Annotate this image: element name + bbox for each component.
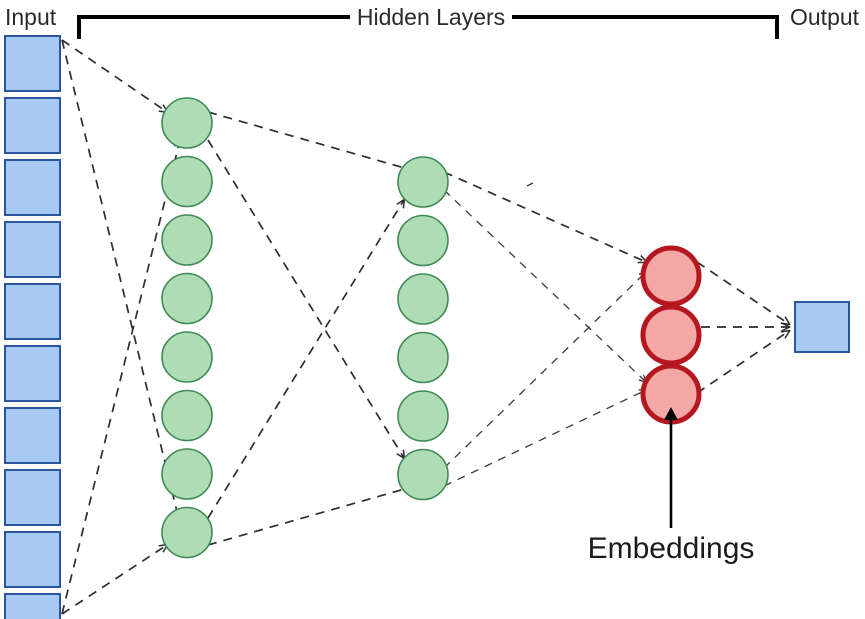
input-layer-node (4, 345, 61, 402)
output-layer (794, 301, 850, 353)
hidden-layer-2 (397, 156, 449, 501)
hidden-layer-1-node (161, 389, 213, 442)
embedding-layer-node (640, 304, 702, 366)
hidden-layer-1-node (161, 155, 213, 208)
output-layer-node (794, 301, 850, 353)
hidden-layers-bracket (77, 15, 779, 39)
embedding-layer (640, 245, 702, 425)
connection-line (696, 331, 789, 394)
connection-line (443, 189, 646, 382)
input-layer-node (4, 593, 61, 619)
input-layer-node (4, 531, 61, 588)
input-layer-node (4, 283, 61, 340)
input-layer-node (4, 469, 61, 526)
connection-line (61, 140, 180, 615)
hidden-layer-2-node (397, 156, 449, 208)
hidden-layers-label: Hidden Layers (357, 4, 505, 30)
input-layer-node (4, 35, 61, 92)
input-layer-node (4, 221, 61, 278)
connection-line-fragment (526, 182, 534, 187)
connection-line (696, 261, 789, 324)
embeddings-annotation: Embeddings (588, 407, 755, 565)
connection-line (443, 272, 646, 469)
connection-line (61, 545, 167, 615)
input-layer (4, 35, 61, 619)
connection-line (61, 39, 167, 112)
embedding-layer-node (640, 363, 702, 425)
output-layer-label: Output (790, 4, 860, 30)
connections-hidden2-to-embeddings (443, 171, 646, 487)
hidden-layer-1-node (161, 272, 213, 325)
connections-embeddings-to-output (696, 261, 789, 394)
bracket-left-segment (77, 15, 350, 39)
input-layer-node (4, 97, 61, 154)
input-layer-node (4, 407, 61, 464)
input-layer-node (4, 159, 61, 216)
hidden-layer-1-node (161, 331, 213, 383)
connection-line (443, 390, 646, 487)
connection-line (61, 39, 180, 524)
connection-line (207, 139, 404, 458)
connection-line (207, 111, 415, 171)
embedding-layer-node (640, 245, 702, 307)
connection-line (207, 486, 415, 546)
hidden-layer-1-node (161, 506, 213, 559)
connections-hidden1-to-hidden2 (207, 111, 415, 546)
hidden-layer-1-node (161, 448, 213, 500)
hidden-layer-1 (161, 97, 213, 559)
embeddings-label: Embeddings (588, 532, 755, 565)
hidden-layer-1-node (161, 214, 213, 266)
hidden-layer-2-node (397, 331, 449, 384)
hidden-layer-2-node (397, 390, 449, 442)
bracket-right-segment (512, 15, 779, 39)
hidden-layer-2-node (397, 448, 449, 501)
connection-line (443, 171, 646, 262)
hidden-layer-2-node (397, 214, 449, 267)
hidden-layer-1-node (161, 97, 213, 149)
connections-input-to-hidden1 (61, 39, 180, 615)
hidden-layer-2-node (397, 273, 449, 325)
connection-line (207, 200, 404, 519)
input-layer-label: Input (5, 4, 57, 30)
